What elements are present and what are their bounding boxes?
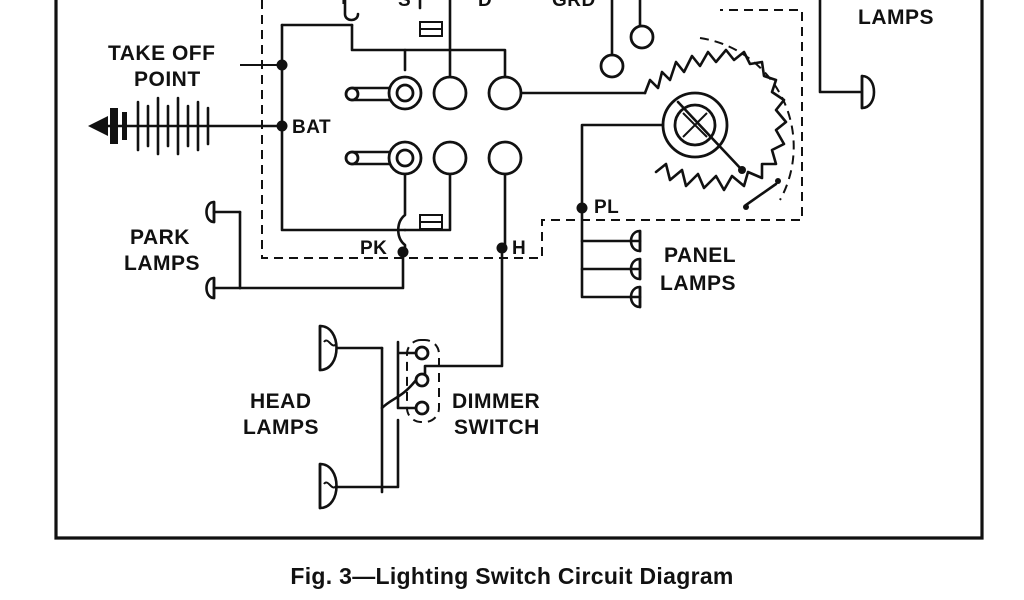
label-take-off-line1: TAKE OFF — [108, 42, 215, 65]
rheostat — [580, 37, 795, 299]
label-pl: PL — [594, 197, 619, 218]
top-lamp — [818, 0, 876, 110]
label-dimmer-line1: DIMMER — [452, 390, 540, 413]
label-h: H — [512, 238, 526, 259]
label-t: T — [338, 0, 350, 9]
h-feed-wire — [423, 246, 504, 380]
label-dimmer-line2: SWITCH — [454, 416, 540, 439]
label-s: S — [398, 0, 411, 11]
label-grd: GRD — [552, 0, 596, 11]
label-pk: PK — [360, 238, 387, 259]
battery-icon — [88, 96, 284, 156]
switch-terminals — [387, 75, 523, 176]
label-bat: BAT — [292, 117, 331, 138]
ground-terminals — [599, 0, 655, 79]
label-park-line2: LAMPS — [124, 252, 200, 275]
label-lamps-top: LAMPS — [858, 6, 934, 29]
label-head-line1: HEAD — [250, 390, 312, 413]
panel-lamps — [580, 229, 642, 309]
label-d: D — [478, 0, 492, 11]
figure-caption: Fig. 3—Lighting Switch Circuit Diagram — [290, 563, 734, 589]
diagram-frame — [54, 0, 984, 540]
head-lamps — [318, 324, 400, 510]
park-lamps — [205, 200, 405, 300]
junction-nodes — [276, 59, 588, 258]
dimmer-switch-icon — [380, 339, 440, 494]
label-head-line2: LAMPS — [243, 416, 319, 439]
switch-housing-outline — [261, 0, 803, 259]
label-panel-line1: PANEL — [664, 244, 736, 267]
label-panel-line2: LAMPS — [660, 272, 736, 295]
label-park-line1: PARK — [130, 226, 190, 249]
label-take-off-line2: POINT — [134, 68, 201, 91]
